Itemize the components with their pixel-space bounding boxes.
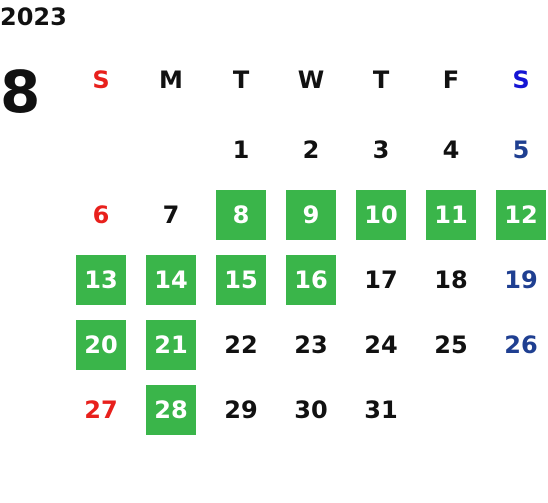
day-cell-30[interactable]: 30 [294, 396, 328, 424]
weekday-thursday: T [372, 66, 390, 94]
weekday-tuesday: T [232, 66, 250, 94]
day-cell-20[interactable]: 20 [76, 320, 126, 370]
day-cell-14[interactable]: 14 [146, 255, 196, 305]
weekday-saturday: S [512, 66, 530, 94]
day-cell-26[interactable]: 26 [504, 331, 538, 359]
day-cell-17[interactable]: 17 [364, 266, 398, 294]
day-cell-19[interactable]: 19 [504, 266, 538, 294]
day-cell-11[interactable]: 11 [426, 190, 476, 240]
day-cell-31[interactable]: 31 [364, 396, 398, 424]
day-cell-28[interactable]: 28 [146, 385, 196, 435]
day-cell-18[interactable]: 18 [434, 266, 468, 294]
day-cell-29[interactable]: 29 [224, 396, 258, 424]
day-cell-27[interactable]: 27 [84, 396, 118, 424]
day-cell-16[interactable]: 16 [286, 255, 336, 305]
day-cell-8[interactable]: 8 [216, 190, 266, 240]
month-label: 8 [0, 58, 41, 126]
day-cell-21[interactable]: 21 [146, 320, 196, 370]
day-cell-25[interactable]: 25 [434, 331, 468, 359]
day-cell-22[interactable]: 22 [224, 331, 258, 359]
weekday-sunday: S [92, 66, 110, 94]
weekday-friday: F [442, 66, 460, 94]
day-cell-5[interactable]: 5 [512, 136, 530, 164]
day-cell-6[interactable]: 6 [92, 201, 110, 229]
day-cell-24[interactable]: 24 [364, 331, 398, 359]
day-cell-13[interactable]: 13 [76, 255, 126, 305]
day-cell-15[interactable]: 15 [216, 255, 266, 305]
day-cell-23[interactable]: 23 [294, 331, 328, 359]
year-label: 2023 [0, 3, 67, 31]
day-cell-12[interactable]: 12 [496, 190, 546, 240]
weekday-monday: M [159, 66, 183, 94]
day-cell-4[interactable]: 4 [442, 136, 460, 164]
day-cell-2[interactable]: 2 [302, 136, 320, 164]
day-cell-7[interactable]: 7 [162, 201, 180, 229]
day-cell-10[interactable]: 10 [356, 190, 406, 240]
day-cell-1[interactable]: 1 [232, 136, 250, 164]
weekday-wednesday: W [297, 66, 325, 94]
day-cell-9[interactable]: 9 [286, 190, 336, 240]
day-cell-3[interactable]: 3 [372, 136, 390, 164]
